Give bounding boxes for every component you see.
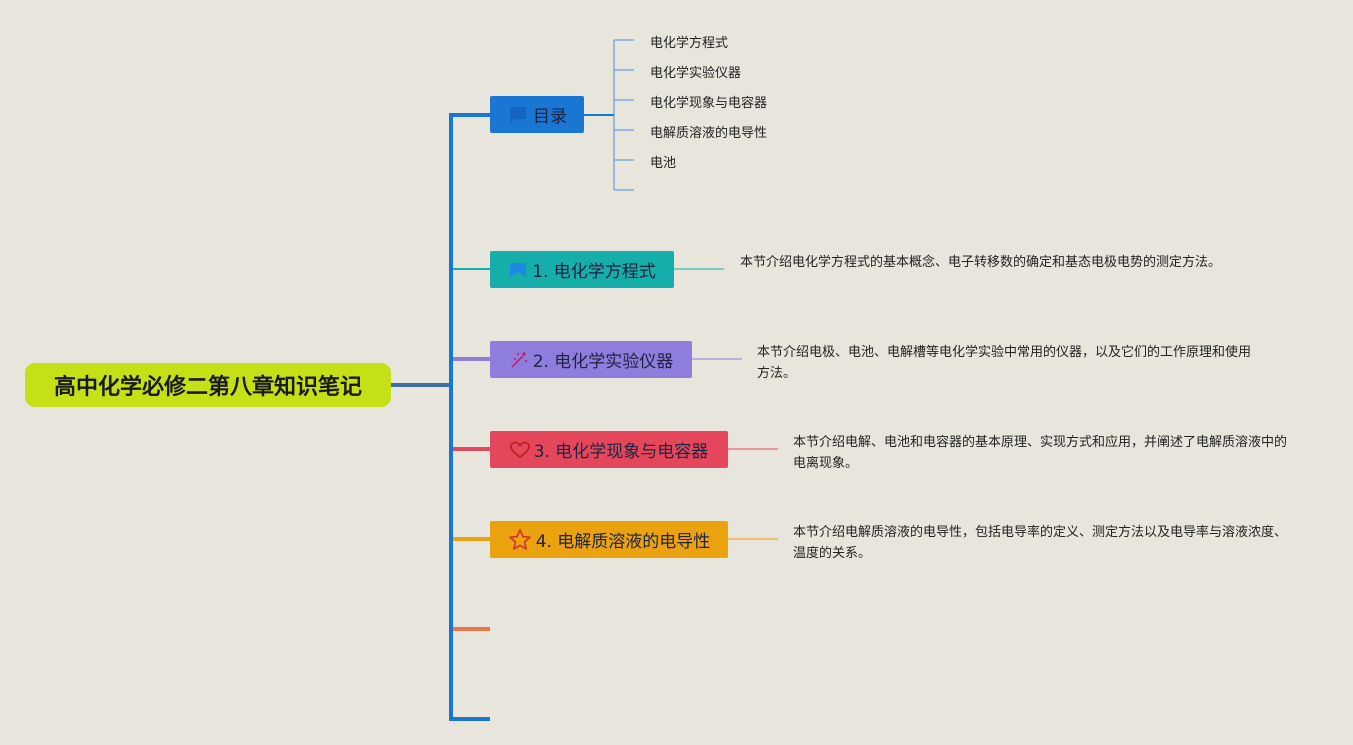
topic-1-node[interactable]: 1. 电化学方程式 (490, 251, 674, 288)
topic-3-label: 3. 电化学现象与电容器 (533, 442, 709, 462)
sparkle-icon (511, 351, 527, 368)
topic-2-note: 本节介绍电极、电池、电解槽等电化学实验中常用的仪器，以及它们的工作原理和使用方法… (757, 345, 1252, 381)
topic-3-node[interactable]: 3. 电化学现象与电容器 (490, 431, 728, 468)
toc-item-3[interactable]: 电化学现象与电容器 (650, 96, 768, 111)
topic-4-label: 4. 电解质溶液的电导性 (535, 532, 711, 552)
root-node[interactable]: 高中化学必修二第八章知识笔记 (25, 363, 391, 407)
topic-1-note: 本节介绍电化学方程式的基本概念、电子转移数的确定和基态电极电势的测定方法。 (740, 255, 1222, 270)
topic-4-note: 本节介绍电解质溶液的电导性，包括电导率的定义、测定方法以及电导率与溶液浓度、温度… (793, 525, 1288, 561)
topic-1-label: 1. 电化学方程式 (532, 262, 656, 282)
toc-item-2[interactable]: 电化学实验仪器 (650, 66, 742, 81)
topic-2-label: 2. 电化学实验仪器 (532, 352, 674, 372)
toc-node[interactable]: 目录 (490, 96, 584, 133)
topic-4-node[interactable]: 4. 电解质溶液的电导性 (490, 521, 728, 558)
topic-3-note: 本节介绍电解、电池和电容器的基本原理、实现方式和应用，并阐述了电解质溶液中的电离… (793, 435, 1288, 471)
bookmark-icon (510, 262, 527, 277)
toc-item-5[interactable]: 电池 (650, 156, 677, 171)
toc-item-4[interactable]: 电解质溶液的电导性 (650, 126, 768, 141)
star-icon (508, 528, 531, 550)
root-title: 高中化学必修二第八章知识笔记 (53, 375, 362, 400)
heart-icon (509, 441, 530, 458)
toc-item-1[interactable]: 电化学方程式 (650, 36, 729, 51)
topic-2-node[interactable]: 2. 电化学实验仪器 (490, 341, 692, 378)
toc-label: 目录 (533, 107, 567, 127)
flag-icon (510, 106, 526, 124)
